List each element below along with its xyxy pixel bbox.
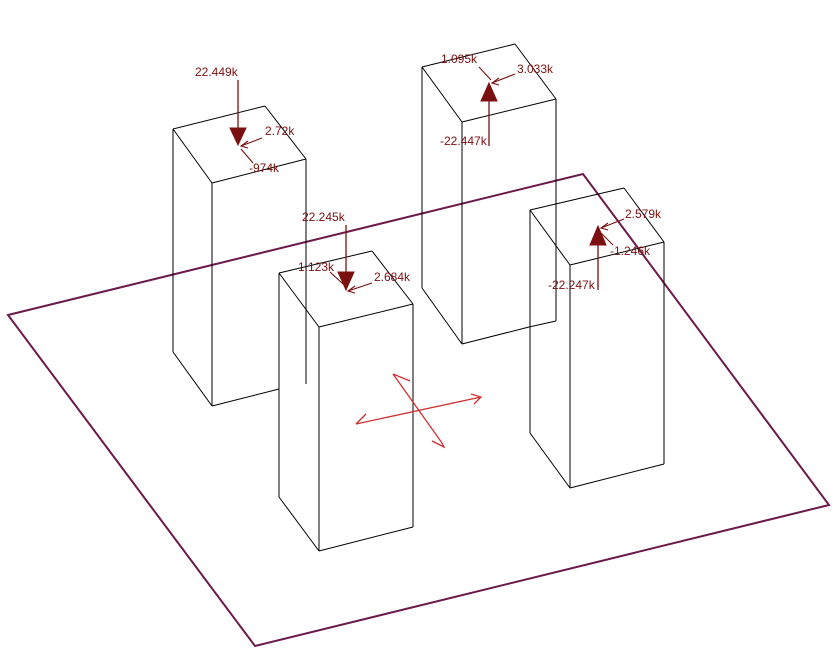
reaction-axial-label: 22.245k: [302, 210, 346, 224]
reaction-front-right: 2.579k -1.246k -22.247k: [548, 207, 662, 292]
arrow-up-icon: [480, 81, 498, 102]
base-plate: [6, 172, 831, 648]
reaction-axial-label: 22.449k: [195, 65, 239, 79]
reaction-back-right: 1.095k 3.033k -22.447k: [440, 52, 554, 148]
reaction-shear-b-label: -1.246k: [610, 244, 651, 258]
arrow-down-icon: [229, 127, 247, 147]
reaction-shear-b-label: 1.095k: [441, 52, 478, 66]
column-front-left: [278, 250, 414, 552]
arrow-up-icon: [589, 224, 607, 246]
reaction-front-left: 22.245k 1.123k 2.684k: [298, 210, 411, 294]
reaction-axial-label: -22.447k: [440, 134, 488, 148]
reaction-axial-label: -22.247k: [548, 278, 596, 292]
global-axis-symbol: [355, 373, 483, 449]
reaction-shear-b-label: -974k: [249, 161, 280, 175]
reaction-shear-a-label: 3.033k: [517, 62, 554, 76]
reaction-shear-a-label: 2.684k: [374, 270, 411, 284]
column-back-right: [421, 43, 557, 345]
reaction-back-left: 22.449k 2.72k -974k: [195, 65, 295, 175]
reaction-shear-a-label: 2.72k: [265, 124, 295, 138]
reaction-shear-b-label: 1.123k: [298, 260, 335, 274]
column-front-right: [529, 187, 665, 489]
column-back-left: [172, 105, 307, 407]
reaction-shear-a-label: 2.579k: [625, 207, 662, 221]
arrow-down-icon: [337, 271, 355, 292]
